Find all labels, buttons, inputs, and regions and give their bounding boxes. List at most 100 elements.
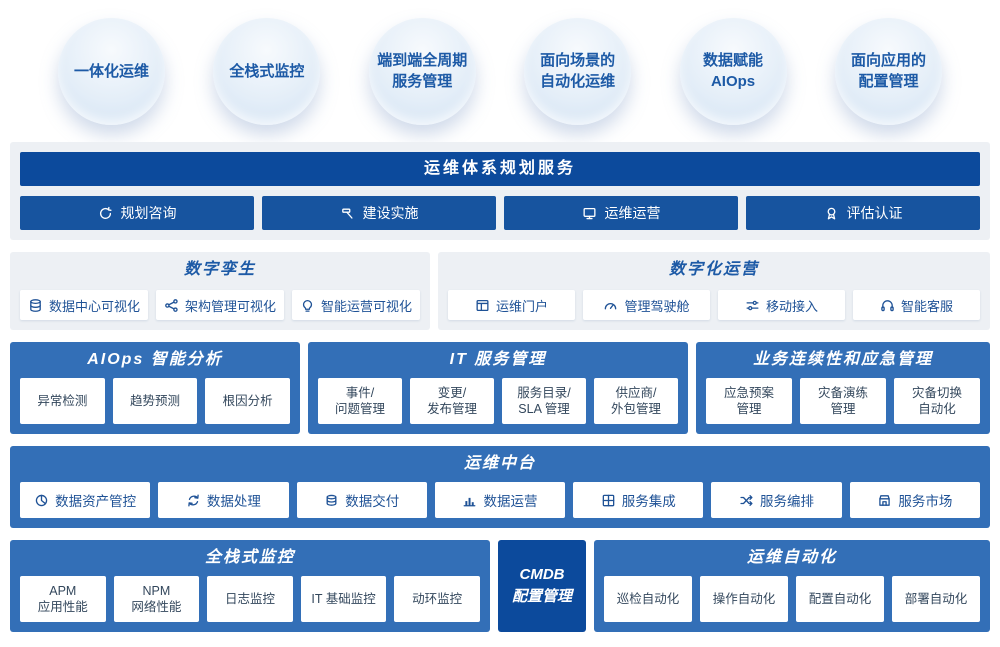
dr-switch-automation-cell[interactable]: 灾备切换 自动化 xyxy=(894,378,980,424)
refresh-icon xyxy=(99,206,112,219)
aiops-section: AIOps 智能分析 异常检测 趋势预测 根因分析 xyxy=(10,342,300,434)
badge-scenario-automation: 面向场景的 自动化运维 xyxy=(524,17,632,125)
cell-line: 变更/ xyxy=(437,385,467,400)
cell-line: 供应商/ xyxy=(615,385,657,400)
button-label: 建设实施 xyxy=(362,205,419,221)
chip-label: 数据中心可视化 xyxy=(48,298,140,314)
data-processing-chip[interactable]: 数据处理 xyxy=(158,482,289,518)
datacenter-visualization-chip[interactable]: 数据中心可视化 xyxy=(20,290,148,320)
facility-monitoring-cell[interactable]: 动环监控 xyxy=(394,576,480,622)
cell-line: 灾备切换 xyxy=(911,385,962,400)
hammer-icon xyxy=(341,208,353,219)
itsm-buttons: 事件/ 问题管理 变更/ 发布管理 服务目录/ SLA 管理 供应商/ 外包管理 xyxy=(318,378,678,424)
chip-label: 架构管理可视化 xyxy=(184,298,276,314)
apm-cell[interactable]: APM 应用性能 xyxy=(20,576,106,622)
build-implementation-button[interactable]: 建设实施 xyxy=(262,196,496,230)
data-asset-control-chip[interactable]: 数据资产管控 xyxy=(20,482,151,518)
cell-line: NPM xyxy=(142,583,171,598)
smart-operation-visualization-chip[interactable]: 智能运营可视化 xyxy=(292,290,420,320)
data-delivery-chip[interactable]: 数据交付 xyxy=(296,482,427,518)
cell-line: APM xyxy=(49,583,77,598)
architecture-visualization-chip[interactable]: 架构管理可视化 xyxy=(156,290,284,320)
config-automation-cell[interactable]: 配置自动化 xyxy=(796,576,884,622)
cell-line: 管理 xyxy=(830,402,856,416)
planning-consulting-button[interactable]: 规划咨询 xyxy=(20,196,254,230)
badge-line: 服务管理 xyxy=(392,73,453,90)
badge-line: AIOps xyxy=(710,73,756,90)
service-integration-chip[interactable]: 服务集成 xyxy=(573,482,704,518)
inspection-automation-cell[interactable]: 巡检自动化 xyxy=(604,576,692,622)
capability-badges: 一体化运维 全栈式监控 端到端全周期 服务管理 面向场景的 自动化运维 数据赋能… xyxy=(10,8,990,132)
chip-label: 服务编排 xyxy=(760,494,815,509)
chip-label: 数据运营 xyxy=(483,494,538,509)
mobile-access-chip[interactable]: 移动接入 xyxy=(718,290,845,320)
fullstack-monitoring-section: 全栈式监控 APM 应用性能 NPM 网络性能 日志监控 IT 基础监控 动环监… xyxy=(10,540,490,632)
digital-operations-title: 数字化运营 xyxy=(668,261,759,278)
chip-label: 管理驾驶舱 xyxy=(624,298,690,314)
it-infra-monitoring-cell[interactable]: IT 基础监控 xyxy=(300,576,387,622)
monitoring-buttons: APM 应用性能 NPM 网络性能 日志监控 IT 基础监控 动环监控 xyxy=(20,576,480,622)
cell-line: 根因分析 xyxy=(222,393,273,408)
npm-cell[interactable]: NPM 网络性能 xyxy=(113,576,200,622)
cell-line: 外包管理 xyxy=(610,402,661,416)
digital-twin-title: 数字孪生 xyxy=(183,261,256,278)
portal-icon xyxy=(476,299,489,311)
data-operation-chip[interactable]: 数据运营 xyxy=(434,482,566,518)
change-release-cell[interactable]: 变更/ 发布管理 xyxy=(410,378,494,424)
ops-portal-chip[interactable]: 运维门户 xyxy=(448,290,575,320)
badge-line: 数据赋能 xyxy=(703,52,764,69)
planning-header: 运维体系规划服务 xyxy=(20,152,980,186)
digital-twin-buttons: 数据中心可视化 架构管理可视化 智能运营可视化 xyxy=(20,290,420,320)
deployment-automation-cell[interactable]: 部署自动化 xyxy=(892,576,980,622)
cell-line: 应急预案 xyxy=(723,385,774,400)
coins-icon xyxy=(326,494,337,506)
emergency-plan-cell[interactable]: 应急预案 管理 xyxy=(706,378,792,424)
badge-integrated-ops: 一体化运维 xyxy=(58,17,165,125)
cell-line: IT 基础监控 xyxy=(311,591,376,606)
row-foundation: 全栈式监控 APM 应用性能 NPM 网络性能 日志监控 IT 基础监控 动环监… xyxy=(10,540,990,632)
trend-forecast-cell[interactable]: 趋势预测 xyxy=(112,378,198,424)
badge-line: 一体化运维 xyxy=(73,62,149,80)
itsm-section: IT 服务管理 事件/ 问题管理 变更/ 发布管理 服务目录/ SLA 管理 供… xyxy=(308,342,688,434)
topology-icon xyxy=(165,298,178,312)
dr-drill-cell[interactable]: 灾备演练 管理 xyxy=(800,378,886,424)
service-catalog-sla-cell[interactable]: 服务目录/ SLA 管理 xyxy=(502,378,586,424)
badge-line: 端到端全周期 xyxy=(377,52,468,69)
badge-line: 配置管理 xyxy=(858,73,919,90)
cell-line: 日志监控 xyxy=(224,591,275,606)
headset-icon xyxy=(881,299,894,311)
cell-line: 发布管理 xyxy=(426,402,477,416)
automation-title: 运维自动化 xyxy=(746,549,837,566)
operations-button[interactable]: 运维运营 xyxy=(504,196,738,230)
ops-middle-platform-section: 运维中台 数据资产管控 数据处理 数据交付 数据运营 服务集成 xyxy=(10,446,990,528)
bcm-buttons: 应急预案 管理 灾备演练 管理 灾备切换 自动化 xyxy=(706,378,980,424)
vendor-outsourcing-cell[interactable]: 供应商/ 外包管理 xyxy=(594,378,678,424)
management-cockpit-chip[interactable]: 管理驾驶舱 xyxy=(583,290,710,320)
smart-customer-service-chip[interactable]: 智能客服 xyxy=(853,290,980,320)
automation-buttons: 巡检自动化 操作自动化 配置自动化 部署自动化 xyxy=(604,576,980,622)
anomaly-detection-cell[interactable]: 异常检测 xyxy=(20,378,105,424)
root-cause-analysis-cell[interactable]: 根因分析 xyxy=(205,378,291,424)
cell-line: 配置自动化 xyxy=(808,591,872,606)
cell-line: 部署自动化 xyxy=(904,591,968,606)
button-label: 评估认证 xyxy=(846,205,903,221)
chip-label: 智能客服 xyxy=(900,298,953,314)
incident-problem-cell[interactable]: 事件/ 问题管理 xyxy=(318,378,402,424)
badge-line: 面向应用的 xyxy=(850,52,926,69)
operation-automation-cell[interactable]: 操作自动化 xyxy=(700,576,788,622)
cell-line: 应用性能 xyxy=(37,600,88,614)
process-icon xyxy=(188,493,199,506)
bcm-title: 业务连续性和应急管理 xyxy=(752,351,933,368)
grid-icon xyxy=(602,494,615,506)
pie-chart-icon xyxy=(35,494,48,506)
row-analysis: AIOps 智能分析 异常检测 趋势预测 根因分析 IT 服务管理 事件/ 问题… xyxy=(10,342,990,434)
chip-label: 数据交付 xyxy=(345,494,400,509)
badge-fullstack-monitoring: 全栈式监控 xyxy=(213,17,321,125)
assessment-certification-button[interactable]: 评估认证 xyxy=(746,196,980,230)
service-orchestration-chip[interactable]: 服务编排 xyxy=(711,482,842,518)
service-marketplace-chip[interactable]: 服务市场 xyxy=(849,482,980,518)
ops-automation-section: 运维自动化 巡检自动化 操作自动化 配置自动化 部署自动化 xyxy=(594,540,990,632)
log-monitoring-cell[interactable]: 日志监控 xyxy=(207,576,293,622)
chip-label: 移动接入 xyxy=(765,298,818,314)
